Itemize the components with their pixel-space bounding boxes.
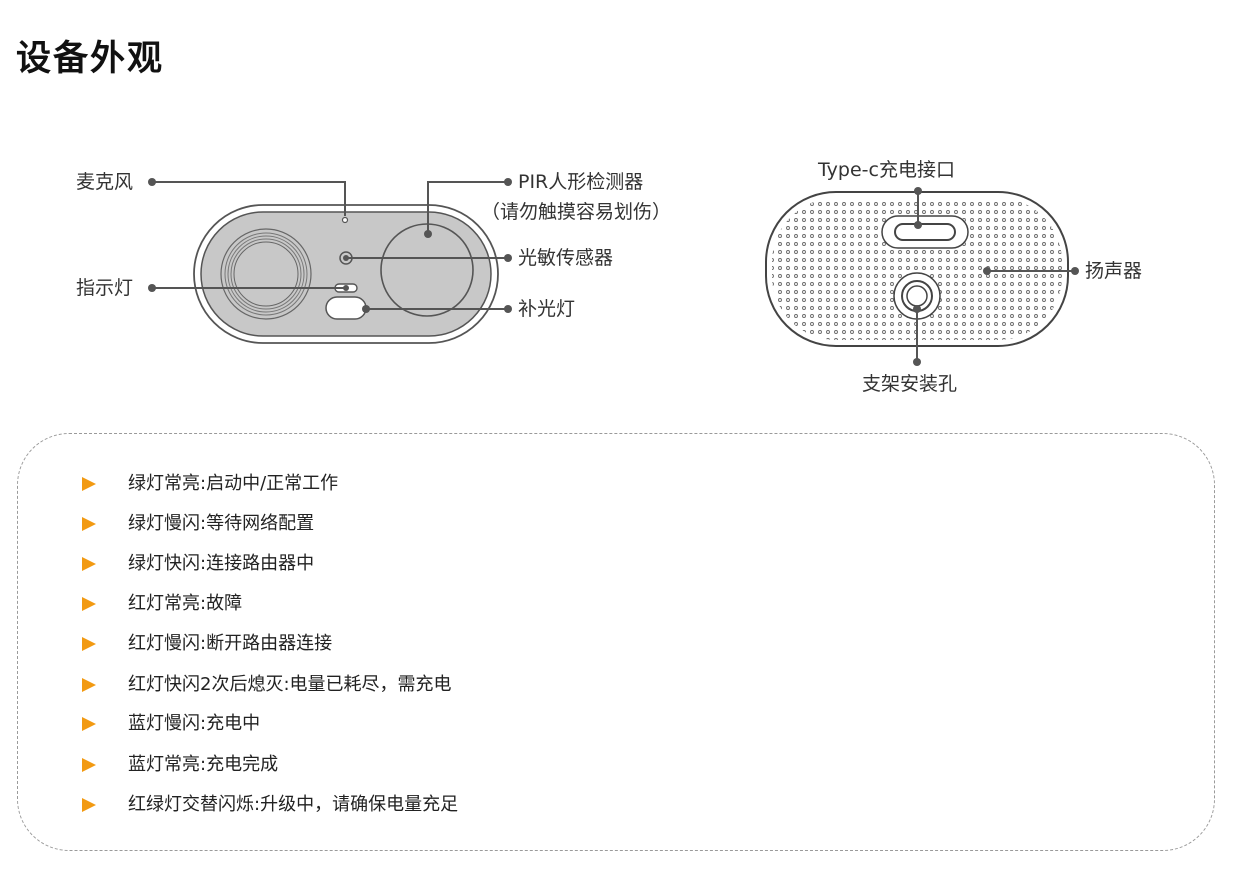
arrow-icon: [82, 717, 96, 731]
arrow-icon: [82, 798, 96, 812]
type-c-label: Type-c充电接口: [818, 159, 955, 181]
pir-note-label: （请勿触摸容易划伤）: [481, 201, 672, 223]
status-text: 蓝灯常亮:充电完成: [128, 754, 279, 775]
back-view: [765, 187, 1079, 366]
mount-hole-icon: [893, 272, 941, 320]
arrow-icon: [82, 557, 96, 571]
type-c-port-icon: [894, 223, 956, 241]
arrow-icon: [82, 597, 96, 611]
light-sensor-label: 光敏传感器: [518, 247, 614, 269]
pir-leader-line: [427, 181, 508, 234]
mount-hole-label: 支架安装孔: [862, 373, 958, 395]
fill-light-icon: [325, 296, 367, 320]
mic-hole-icon: [341, 216, 349, 224]
speaker-label: 扬声器: [1085, 260, 1143, 282]
status-item: 绿灯慢闪:等待网络配置: [18, 511, 918, 537]
status-item: 蓝灯慢闪:充电中: [18, 711, 918, 737]
status-item: 红灯常亮:故障: [18, 591, 918, 617]
status-text: 蓝灯慢闪:充电中: [128, 713, 261, 734]
mic-label: 麦克风: [76, 171, 134, 193]
status-text: 红灯快闪2次后熄灭:电量已耗尽，需充电: [128, 674, 452, 695]
status-item: 红灯快闪2次后熄灭:电量已耗尽，需充电: [18, 672, 918, 698]
status-text: 红绿灯交替闪烁:升级中，请确保电量充足: [128, 794, 459, 815]
status-text: 绿灯快闪:连接路由器中: [128, 553, 315, 574]
front-lens-icon: [220, 228, 312, 320]
front-view: [148, 178, 512, 344]
status-text: 红灯常亮:故障: [128, 593, 243, 614]
arrow-icon: [82, 517, 96, 531]
status-text: 绿灯慢闪:等待网络配置: [128, 513, 315, 534]
page-title: 设备外观: [16, 39, 165, 79]
fill-light-label: 补光灯: [518, 298, 576, 320]
indicator-label: 指示灯: [76, 277, 134, 299]
status-item: 红绿灯交替闪烁:升级中，请确保电量充足: [18, 792, 918, 818]
arrow-icon: [82, 637, 96, 651]
device-diagram: [148, 178, 1079, 366]
arrow-icon: [82, 678, 96, 692]
status-item: 绿灯常亮:启动中/正常工作: [18, 471, 918, 497]
arrow-icon: [82, 477, 96, 491]
status-panel: 绿灯常亮:启动中/正常工作 绿灯慢闪:等待网络配置 绿灯快闪:连接路由器中 红灯…: [17, 433, 1215, 851]
status-item: 蓝灯常亮:充电完成: [18, 752, 918, 778]
arrow-icon: [82, 758, 96, 772]
status-item: 红灯慢闪:断开路由器连接: [18, 631, 918, 657]
mic-leader-line: [152, 181, 346, 216]
status-item: 绿灯快闪:连接路由器中: [18, 551, 918, 577]
status-text: 红灯慢闪:断开路由器连接: [128, 633, 333, 654]
speaker-grille: [772, 198, 1062, 340]
pir-label: PIR人形检测器: [518, 171, 644, 193]
status-text: 绿灯常亮:启动中/正常工作: [128, 473, 339, 494]
